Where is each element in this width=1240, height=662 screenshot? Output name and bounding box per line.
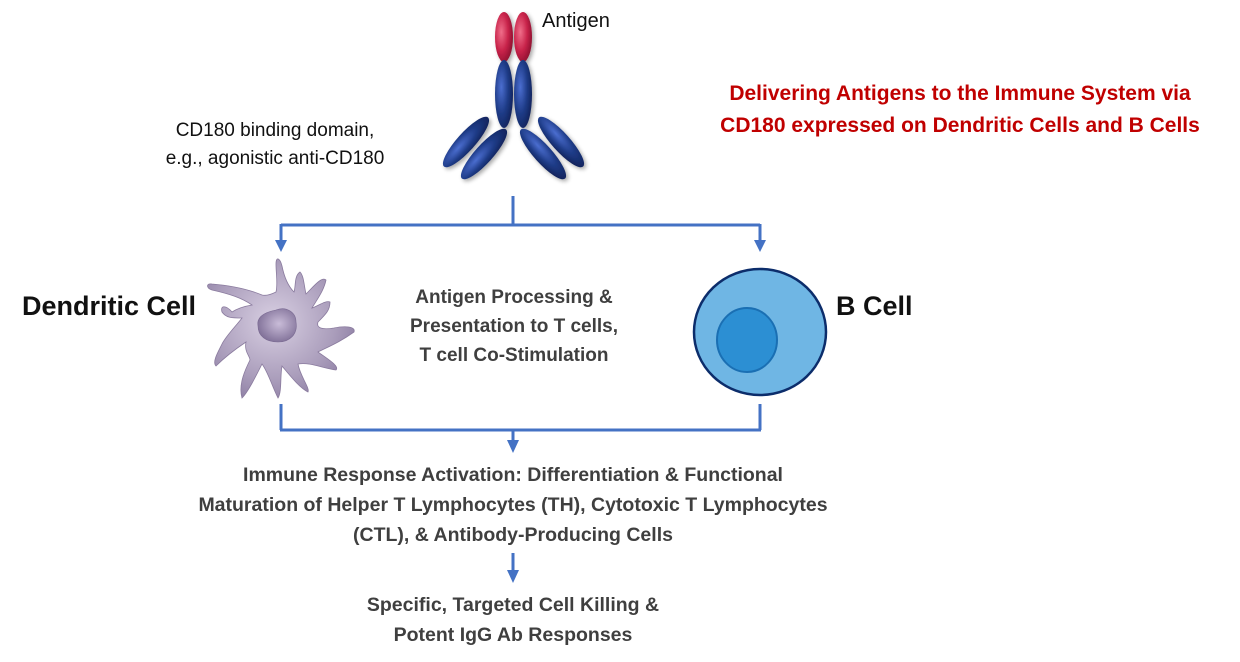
cd180-binding-domain-label: CD180 binding domain, e.g., agonistic an…: [150, 117, 400, 173]
process-line-1: Antigen Processing &: [415, 287, 613, 308]
title-line-1: Delivering Antigens to the Immune System…: [729, 82, 1191, 105]
antigen-right: [514, 12, 532, 62]
dendritic-nucleus: [257, 308, 297, 343]
activation-line-3: (CTL), & Antibody-Producing Cells: [353, 524, 673, 546]
outcome-line-1: Specific, Targeted Cell Killing &: [366, 594, 660, 616]
heavy-chain-left: [495, 60, 513, 128]
cd180-label-line-1: CD180 binding domain,: [175, 120, 375, 141]
activation-line-1: Immune Response Activation: Differentiat…: [243, 464, 783, 486]
dendritic-cell-label: Dendritic Cell: [22, 291, 197, 321]
b-cell-nucleus: [716, 307, 778, 373]
split-connector: [279, 196, 762, 242]
outcome-line-2: Potent IgG Ab Responses: [393, 624, 633, 646]
antigen-label: Antigen: [542, 10, 610, 32]
process-line-2: Presentation to T cells,: [410, 316, 618, 337]
arrow-to-dendritic-cell: [275, 240, 287, 252]
immune-activation-text: Immune Response Activation: Differentiat…: [150, 460, 876, 550]
arm-outer-right: [537, 116, 585, 168]
process-line-3: T cell Co-Stimulation: [419, 345, 609, 366]
diagram-title: Delivering Antigens to the Immune System…: [680, 78, 1240, 142]
arrow-to-activation: [507, 440, 519, 453]
activation-line-2: Maturation of Helper T Lymphocytes (TH),…: [198, 494, 828, 516]
b-cell-icon: [692, 267, 828, 397]
heavy-chain-right: [514, 60, 532, 128]
arm-inner-left: [460, 128, 508, 180]
arrow-to-b-cell: [754, 240, 766, 252]
antigen-left: [495, 12, 513, 62]
arm-inner-right: [519, 128, 567, 180]
b-cell-label: B Cell: [836, 291, 913, 321]
arm-outer-left: [442, 116, 490, 168]
antibody-icon: [442, 12, 585, 180]
merge-connector: [279, 404, 762, 442]
cd180-label-line-2: e.g., agonistic anti-CD180: [165, 148, 385, 169]
antigen-processing-text: Antigen Processing & Presentation to T c…: [374, 283, 654, 370]
dendritic-cell-icon: [207, 258, 355, 399]
outcome-text: Specific, Targeted Cell Killing & Potent…: [330, 590, 696, 650]
arrow-to-outcome: [507, 570, 519, 583]
title-line-2: CD180 expressed on Dendritic Cells and B…: [720, 114, 1200, 137]
